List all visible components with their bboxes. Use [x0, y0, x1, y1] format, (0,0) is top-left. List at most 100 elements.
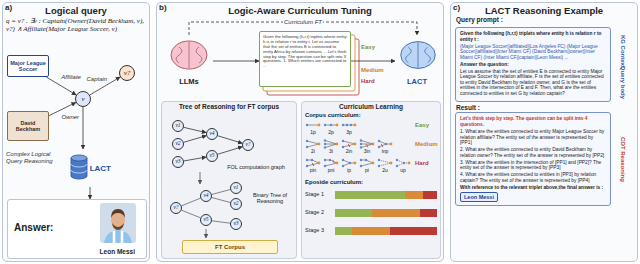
label-holder: Stage 2: [305, 209, 324, 215]
icon-link: [325, 144, 337, 148]
variable-name: v2: [233, 201, 238, 207]
answer-text: Leon Messi: [464, 194, 494, 200]
prompt-text: Given the following (h,r,t) triplets whe…: [263, 35, 347, 69]
icon-anchor: [360, 139, 362, 141]
label-holder: COT Reasoning: [619, 137, 626, 182]
icon-anchor: [396, 165, 398, 167]
icon-anchor: [324, 146, 326, 148]
negation-mark: [333, 160, 335, 163]
label-holder: Binary Tree of Reasoning: [245, 192, 295, 205]
edge-label-holder: Captain: [86, 76, 109, 83]
icon-anchor: [342, 165, 344, 167]
query-type: inp: [377, 149, 393, 155]
icon-anchor: [378, 165, 380, 167]
query-type: 3in: [359, 149, 375, 155]
shirt: [104, 230, 132, 243]
icon-link: [379, 160, 391, 163]
icon-anchor: [306, 124, 308, 126]
prompt-text: 4. What are the entities connected to en…: [460, 172, 606, 183]
icon-link: [325, 163, 337, 166]
icon-anchor: [342, 140, 344, 142]
flow-arrow: [200, 172, 201, 184]
query-icon: [306, 159, 321, 167]
panel: Logic-Aware Curriculum TuningLLMs Given t…: [156, 2, 444, 262]
graph-node: v1: [172, 120, 184, 132]
hair: [111, 209, 125, 218]
icon-anchor: [360, 146, 362, 148]
target-node: v?: [119, 65, 135, 81]
connector: [184, 127, 206, 132]
tree-node: v?: [170, 202, 182, 214]
label-holder: Easy: [361, 44, 375, 51]
stage-bars: [335, 191, 437, 235]
model-box: LACT: [395, 35, 439, 87]
panel-title: Logic-Aware Curriculum Tuning: [157, 5, 443, 16]
label-holder: Medium: [415, 141, 438, 148]
label-holder: Complex Logical Query Reasoning: [6, 151, 62, 165]
icon-anchor: [324, 139, 326, 141]
connector: [351, 61, 395, 62]
icon-anchor: [324, 143, 326, 145]
variable-name: v?: [245, 142, 250, 148]
label-holder: Stage 1: [305, 191, 324, 197]
label-holder: Easy: [415, 122, 429, 129]
query-icon: [342, 124, 357, 127]
edge-label-holder: Affiliate: [60, 74, 82, 81]
shirt-stripes: [114, 231, 122, 243]
icon-anchor: [324, 159, 326, 161]
entity-name: Major League Soccer: [10, 60, 46, 73]
section-label: Eposide curriculum:: [305, 179, 363, 186]
query-type: ip: [341, 168, 357, 174]
panel-letter: c): [453, 3, 460, 12]
brain-folds: [406, 43, 431, 68]
query-type: 2p: [323, 130, 339, 136]
panel: LACT Reasoning ExampleGiven the followin…: [450, 2, 638, 262]
negation-mark: [366, 144, 368, 147]
difficulty-tag: Hard: [415, 160, 429, 167]
icon-anchor: [365, 159, 367, 161]
icon-anchor: [360, 143, 362, 145]
brain-shape: [401, 42, 436, 69]
bar-medium: [352, 227, 390, 235]
icon-link: [307, 125, 319, 126]
negation-mark: [348, 144, 350, 147]
icon-link: [361, 144, 373, 148]
label-holder: 3in: [359, 149, 375, 155]
group-title: Tree of Reasoning for FT corpus: [162, 103, 296, 110]
query-icon: [306, 124, 321, 127]
tree-node: v3: [230, 218, 242, 230]
edge-label-holder: Curriculum FT: [283, 19, 323, 26]
connector: [83, 107, 84, 149]
bar-hard: [423, 191, 437, 199]
connector: [90, 187, 91, 199]
db-top: [71, 155, 87, 161]
section-label: Result :: [456, 104, 480, 111]
stage-label: Stage 3: [305, 227, 324, 233]
model-name: LLMs: [179, 77, 199, 86]
prompt-text: Given the following (h,r,t) triplets whe…: [460, 31, 606, 42]
icon-target: [336, 124, 339, 127]
label-holder: b): [159, 3, 167, 12]
icon-anchor: [306, 165, 308, 167]
variable-name: v4: [209, 131, 214, 137]
connector: [182, 210, 201, 218]
query-type: up: [395, 168, 411, 174]
prompt-text: 2. What are the entities connected to en…: [460, 147, 606, 158]
icon-link: [379, 163, 391, 166]
variable-name: v3: [233, 221, 238, 227]
difficulty-tag: Medium: [415, 141, 438, 148]
prompt-box: Given the following (h,r,t) triplets whe…: [455, 27, 611, 102]
query-icon: [378, 159, 393, 167]
icon-anchor: [324, 165, 326, 167]
query-icon: [324, 124, 339, 127]
icon-target: [372, 143, 375, 146]
bar-hard: [390, 227, 437, 235]
stage-label: Stage 2: [305, 209, 324, 215]
icon-target: [318, 124, 321, 127]
icon-anchor: [350, 124, 352, 126]
label-holder: 2u: [377, 168, 393, 174]
model-box: LACT: [67, 149, 113, 187]
label-holder: 2p: [323, 130, 339, 136]
variable-name: v: [81, 96, 84, 103]
